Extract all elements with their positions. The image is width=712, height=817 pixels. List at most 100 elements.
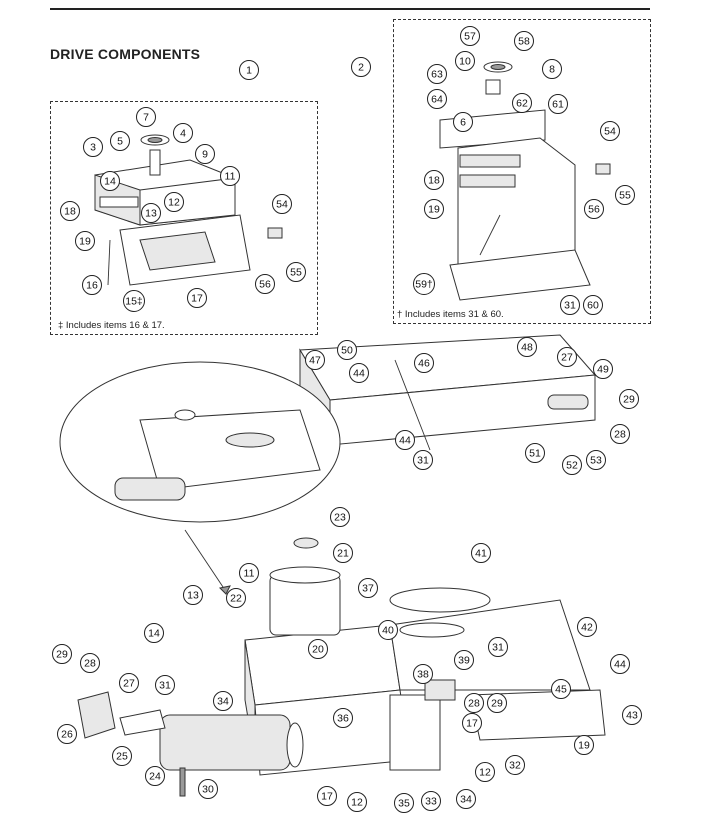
callout-56-30: 56 <box>584 199 604 219</box>
callout-55-14: 55 <box>286 262 306 282</box>
callout-32-81: 32 <box>505 755 525 775</box>
callout-12-84: 12 <box>347 792 367 812</box>
callout-label: 4 <box>180 128 186 140</box>
callout-17-75: 17 <box>462 713 482 733</box>
callout-28-63: 28 <box>80 653 100 673</box>
callout-label: 24 <box>149 771 161 783</box>
callout-label: 29 <box>623 394 635 406</box>
callout-25-78: 25 <box>112 746 132 766</box>
callout-label: 60 <box>587 300 599 312</box>
callout-label: 41 <box>475 548 487 560</box>
callout-label: 35 <box>398 798 410 810</box>
callout-label: 7 <box>143 112 149 124</box>
callout-18-11: 18 <box>60 201 80 221</box>
callout-17-18: 17 <box>187 288 207 308</box>
callout-33-86: 33 <box>421 791 441 811</box>
callout-16-16: 16 <box>82 275 102 295</box>
callout-20-61: 20 <box>308 639 328 659</box>
inset-2-frame <box>393 19 651 324</box>
callout-label: 56 <box>588 204 600 216</box>
callout-44-41: 44 <box>349 363 369 383</box>
callout-label: 63 <box>431 69 443 81</box>
callout-label: 37 <box>362 583 374 595</box>
callout-label: 44 <box>399 435 411 447</box>
page-title: DRIVE COMPONENTS <box>50 46 201 62</box>
callout-11-7: 11 <box>220 166 240 186</box>
footnote-inset-1: ‡ Includes items 16 & 17. <box>58 320 165 331</box>
callout-label: 15‡ <box>125 296 143 308</box>
callout-7-2: 7 <box>136 107 156 127</box>
callout-34-70: 34 <box>213 691 233 711</box>
callout-53-48: 53 <box>586 450 606 470</box>
callout-19-12: 19 <box>75 231 95 251</box>
callout-label: 14 <box>104 176 116 188</box>
callout-label: 3 <box>90 142 96 154</box>
callout-36-74: 36 <box>333 708 353 728</box>
callout-label: 17 <box>191 293 203 305</box>
callout-14-8: 14 <box>100 171 120 191</box>
callout-label: 16 <box>86 280 98 292</box>
callout-34-87: 34 <box>456 789 476 809</box>
callout-54-13: 54 <box>272 194 292 214</box>
callout-label: 1 <box>246 65 252 77</box>
callout-label: 28 <box>84 658 96 670</box>
callout-label: 19 <box>578 740 590 752</box>
inset-1-hopper-drawing <box>94 134 283 286</box>
callout-label: 49 <box>597 364 609 376</box>
callout-15-17: 15‡ <box>123 290 145 312</box>
callout-label: 30 <box>202 784 214 796</box>
callout-label: 5 <box>117 136 123 148</box>
callout-27-40: 27 <box>557 347 577 367</box>
callout-label: 27 <box>123 678 135 690</box>
callout-label: 27 <box>561 352 573 364</box>
callout-label: 44 <box>614 659 626 671</box>
callout-label: 2 <box>358 62 364 74</box>
callout-label: 36 <box>337 713 349 725</box>
callout-label: 47 <box>309 355 321 367</box>
callout-5-4: 5 <box>110 131 130 151</box>
callout-label: 18 <box>64 206 76 218</box>
callout-label: 13 <box>145 208 157 220</box>
callout-label: 13 <box>187 590 199 602</box>
callout-label: 31 <box>492 642 504 654</box>
callout-label: 12 <box>168 197 180 209</box>
callout-3-5: 3 <box>83 137 103 157</box>
callout-label: 6 <box>460 117 466 129</box>
callout-label: 42 <box>581 622 593 634</box>
callout-label: 28 <box>468 698 480 710</box>
callout-label: 48 <box>521 342 533 354</box>
callout-label: 38 <box>417 669 429 681</box>
callout-12-80: 12 <box>475 762 495 782</box>
callout-label: 59† <box>415 279 433 291</box>
callout-label: 11 <box>225 171 236 183</box>
callout-54-28: 54 <box>600 121 620 141</box>
callout-label: 28 <box>614 429 626 441</box>
callout-label: 54 <box>276 199 288 211</box>
callout-label: 17 <box>321 791 333 803</box>
callout-label: 58 <box>518 36 530 48</box>
callout-label: 39 <box>458 655 470 667</box>
callout-label: 44 <box>353 368 365 380</box>
callout-39-64: 39 <box>454 650 474 670</box>
callout-label: 10 <box>459 56 471 68</box>
callout-label: 64 <box>431 94 443 106</box>
callout-44-65: 44 <box>610 654 630 674</box>
callout-label: 12 <box>479 767 491 779</box>
callout-50-36: 50 <box>337 340 357 360</box>
callout-21-51: 21 <box>333 543 353 563</box>
callout-46-39: 46 <box>414 353 434 373</box>
callout-49-42: 49 <box>593 359 613 379</box>
frame-assembly-drawing <box>59 334 597 595</box>
callout-62-25: 62 <box>512 93 532 113</box>
callout-28-44: 28 <box>610 424 630 444</box>
callout-label: 55 <box>290 267 302 279</box>
callout-label: 33 <box>425 796 437 808</box>
callout-label: 31 <box>564 300 576 312</box>
callout-47-37: 47 <box>305 350 325 370</box>
callout-label: 26 <box>61 729 73 741</box>
callout-57-19: 57 <box>460 26 480 46</box>
callout-label: 53 <box>590 455 602 467</box>
callout-label: 56 <box>259 279 271 291</box>
callout-label: 23 <box>334 512 346 524</box>
callout-label: 31 <box>417 455 429 467</box>
